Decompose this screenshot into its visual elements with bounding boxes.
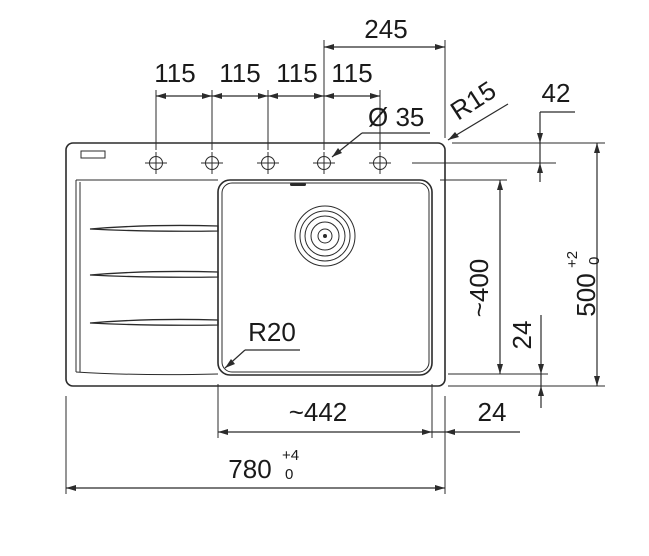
- sink-outline: [65, 142, 446, 387]
- dim-overall-width: 780 +4 0: [228, 447, 299, 484]
- svg-text:780: 780: [228, 454, 271, 484]
- drain: [294, 205, 356, 267]
- dim-bowl-corner-radius: R20: [248, 317, 296, 347]
- drainboard-bottom: [75, 371, 219, 376]
- dim-hole-diameter: Ø 35: [368, 102, 424, 132]
- svg-text:0: 0: [586, 257, 603, 265]
- dim-outer-radius: R15: [445, 75, 501, 126]
- tap-hole: [369, 152, 391, 174]
- svg-text:0: 0: [285, 466, 293, 483]
- dim-top-edge-offset: 42: [542, 78, 571, 108]
- dim-hole-spacing-1: 115: [154, 58, 195, 88]
- dim-tap-offset: 245: [364, 14, 407, 44]
- drainboard-ridge: [89, 270, 219, 278]
- dim-hole-spacing-3: 115: [276, 58, 317, 88]
- tap-holes: [145, 152, 391, 174]
- extension-lines: [65, 40, 605, 494]
- dim-hole-spacing-2: 115: [219, 58, 260, 88]
- tap-hole: [313, 152, 335, 174]
- label-plate: [80, 150, 106, 159]
- sink-body: [65, 142, 446, 387]
- bowl-outline: [217, 179, 433, 376]
- tap-hole: [145, 152, 167, 174]
- svg-text:+2: +2: [564, 251, 581, 268]
- dimension-lines: [66, 44, 600, 491]
- drainboard-ridge: [89, 224, 219, 232]
- dim-bowl-edge-offset-vertical: 24: [507, 321, 537, 350]
- overflow-slot: [290, 183, 306, 186]
- svg-text:+4: +4: [282, 447, 299, 464]
- drainboard-ridge: [89, 318, 219, 326]
- dim-bowl-edge-offset-horizontal: 24: [478, 397, 507, 427]
- tap-hole: [201, 152, 223, 174]
- dim-overall-depth: 500 +2 0: [564, 251, 603, 317]
- dim-bowl-width: ~442: [289, 397, 348, 427]
- dimension-labels: 245 115 115 115 115 Ø 35 R15 42 ~400 500…: [154, 14, 603, 484]
- bowl-inner: [221, 182, 430, 373]
- dim-hole-spacing-4: 115: [331, 58, 372, 88]
- tap-hole: [257, 152, 279, 174]
- dim-bowl-depth: ~400: [464, 259, 494, 318]
- svg-text:500: 500: [571, 273, 601, 316]
